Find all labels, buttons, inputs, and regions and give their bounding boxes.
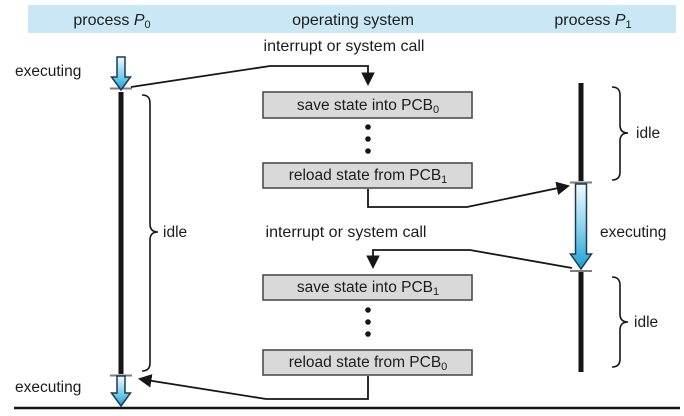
reload-state-pcb0-label: reload state from PCB0 — [289, 354, 448, 373]
reload-state-pcb0-rect — [262, 349, 473, 376]
ellipsis-dots-bottom — [365, 307, 371, 337]
p0-executing-arrow-top — [110, 56, 132, 92]
p0-executing-top-label: executing — [15, 63, 81, 80]
save-state-pcb0-label: save state into PCB0 — [297, 97, 439, 116]
reload-state-pcb0-box: reload state from PCB0 — [262, 349, 473, 376]
save-state-pcb0-box: save state into PCB0 — [262, 91, 473, 119]
p1-idle-brace-bottom — [611, 276, 629, 368]
p0-executing-bottom-label: executing — [15, 379, 81, 396]
header-process-p0: process P0 — [73, 12, 150, 31]
save-state-pcb1-rect — [262, 274, 473, 301]
p0-idle-label: idle — [163, 224, 187, 241]
reload-state-pcb1-rect — [262, 162, 473, 189]
reload-state-pcb1-box: reload state from PCB1 — [262, 162, 473, 189]
header-band — [28, 5, 676, 33]
flow-interrupt-middle-arrow — [366, 249, 573, 270]
p0-executing-arrow-bottom — [110, 375, 132, 408]
p1-idle-brace-top — [611, 86, 629, 181]
p1-idle-top-label: idle — [636, 125, 660, 142]
p1-executing-arrow — [569, 183, 593, 271]
p0-idle-brace — [141, 94, 159, 372]
p1-executing-label: executing — [600, 224, 666, 241]
header-process-p1: process P1 — [554, 12, 631, 31]
interrupt-label-top: interrupt or system call — [264, 38, 425, 55]
save-state-pcb1-box: save state into PCB1 — [262, 274, 473, 301]
header-operating-system: operating system — [292, 12, 414, 29]
interrupt-label-middle: interrupt or system call — [266, 224, 427, 241]
reload-state-pcb1-label: reload state from PCB1 — [289, 167, 448, 186]
save-state-pcb0-rect — [262, 91, 473, 119]
flow-reload-pcb0-to-p0-arrow — [138, 374, 369, 400]
save-state-pcb1-label: save state into PCB1 — [297, 279, 439, 298]
p1-idle-bottom-label: idle — [634, 314, 658, 331]
ellipsis-dots-top — [365, 124, 371, 154]
flow-interrupt-top-arrow — [130, 65, 375, 88]
flow-reload-pcb1-to-p1-arrow — [367, 181, 570, 208]
